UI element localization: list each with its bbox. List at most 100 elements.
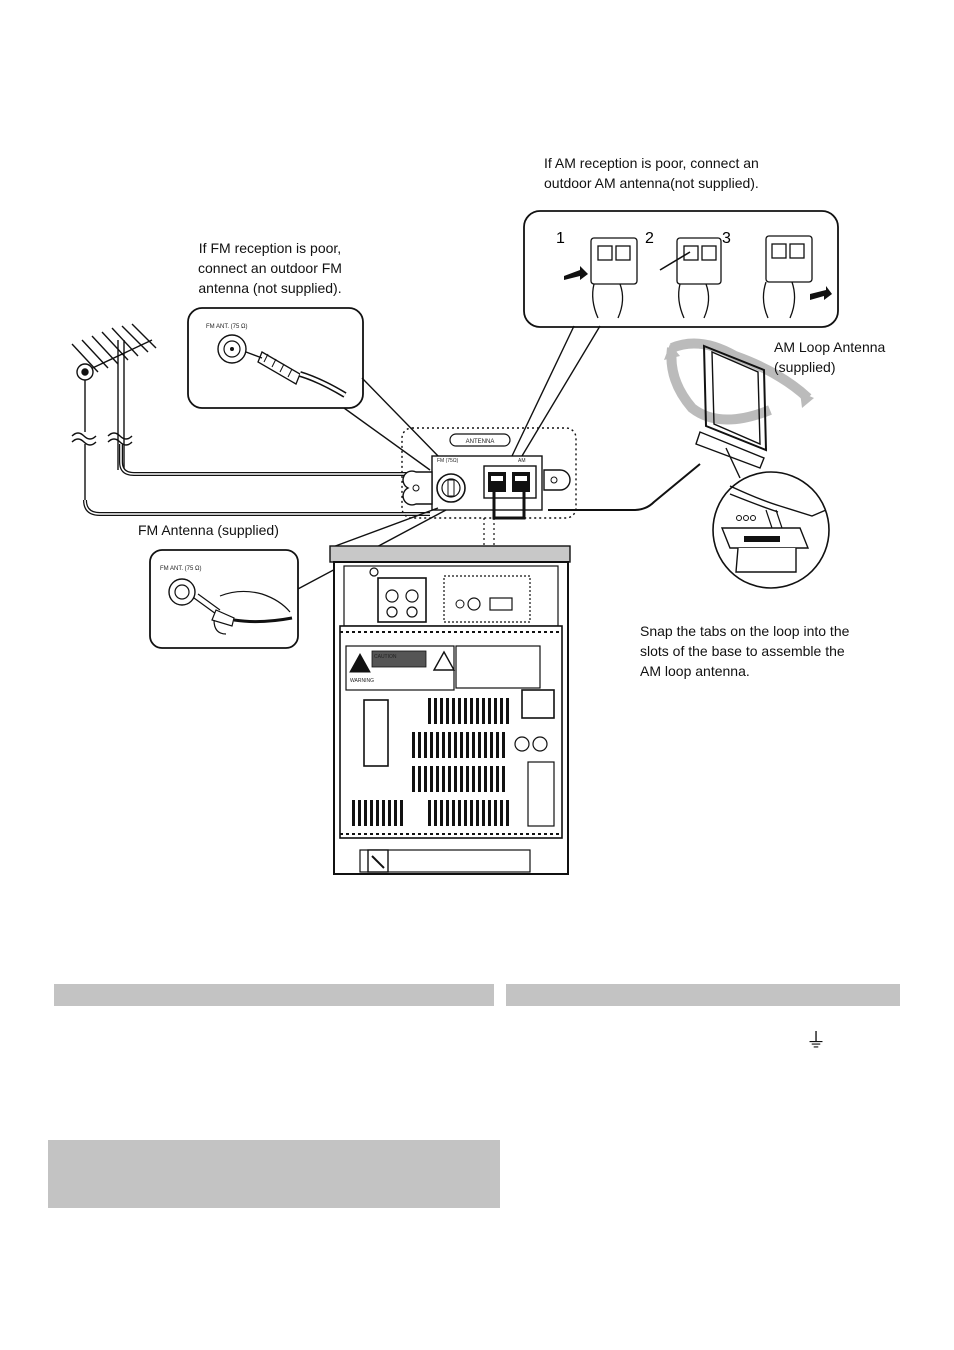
vent-slot: [452, 698, 455, 724]
vent-slot: [418, 766, 421, 792]
vent-slot: [446, 698, 449, 724]
vent-slot: [488, 698, 491, 724]
outdoor-fm-cable: [119, 444, 432, 476]
section-header-bar-right: [506, 984, 900, 1006]
vent-slot: [484, 766, 487, 792]
vent-slot: [464, 698, 467, 724]
vent-slot: [452, 800, 455, 826]
vent-slot: [418, 732, 421, 758]
vent-slot: [466, 732, 469, 758]
vent-slot: [484, 732, 487, 758]
vent-slot: [428, 698, 431, 724]
vent-slot: [458, 800, 461, 826]
am-poor-caption: If AM reception is poor, connect an outd…: [544, 155, 759, 191]
fm-ant-label-bottom: FM ANT. (75 Ω): [160, 566, 202, 572]
caution-label: CAUTION: [374, 654, 397, 660]
note-box: [48, 1140, 500, 1208]
vent-slot: [430, 732, 433, 758]
vent-slot: [412, 766, 415, 792]
step-2-label: 2: [645, 230, 654, 247]
fm-supplied-wire: [83, 499, 430, 516]
vent-slot: [364, 800, 367, 826]
am-steps-callout: [523, 210, 839, 328]
vent-slot: [472, 732, 475, 758]
vent-slot: [506, 698, 509, 724]
vent-slot: [460, 732, 463, 758]
vent-slot: [428, 800, 431, 826]
vent-slot: [494, 800, 497, 826]
vent-slot: [358, 800, 361, 826]
vent-slot: [458, 698, 461, 724]
fm-ant-label-top: FM ANT. (75 Ω): [206, 324, 248, 330]
vent-slot: [440, 800, 443, 826]
vent-slot: [502, 732, 505, 758]
vent-slot: [506, 800, 509, 826]
rear-vents: [352, 698, 509, 826]
step-3-label: 3: [722, 230, 731, 247]
vent-slot: [482, 698, 485, 724]
vent-slot: [442, 732, 445, 758]
vent-slot: [382, 800, 385, 826]
vent-slot: [394, 800, 397, 826]
vent-slot: [446, 800, 449, 826]
vent-slot: [494, 698, 497, 724]
vent-slot: [442, 766, 445, 792]
vent-slot: [470, 800, 473, 826]
unit-rear-panel: [329, 545, 571, 875]
am-jack-label: AM: [518, 458, 526, 464]
vent-slot: [490, 766, 493, 792]
vent-slot: [482, 800, 485, 826]
outdoor-fm-antenna-illustration: [71, 323, 157, 500]
vent-slot: [388, 800, 391, 826]
snap-detail-callout: [712, 471, 830, 589]
vent-slot: [424, 766, 427, 792]
vent-slot: [470, 698, 473, 724]
vent-slot: [490, 732, 493, 758]
vent-slot: [436, 732, 439, 758]
vent-slot: [448, 766, 451, 792]
step-1-label: 1: [556, 230, 565, 247]
vent-slot: [478, 732, 481, 758]
am-loop-caption: AM Loop Antenna (supplied): [774, 339, 886, 375]
vent-slot: [476, 800, 479, 826]
fm-supplied-callout: FM ANT. (75 Ω): [149, 549, 299, 649]
vent-slot: [472, 766, 475, 792]
warning-label: WARNING: [350, 678, 374, 684]
vent-slot: [460, 766, 463, 792]
vent-slot: [454, 732, 457, 758]
vent-slot: [496, 766, 499, 792]
vent-slot: [496, 732, 499, 758]
vent-slot: [400, 800, 403, 826]
ground-icon: ⏚: [806, 1028, 826, 1052]
snap-caption: Snap the tabs on the loop into the slots…: [640, 623, 850, 679]
antenna-label: ANTENNA: [466, 439, 495, 445]
vent-slot: [430, 766, 433, 792]
fm-poor-caption: If FM reception is poor, connect an outd…: [198, 240, 342, 296]
vent-slot: [466, 766, 469, 792]
vent-slot: [476, 698, 479, 724]
fm-outdoor-callout: FM ANT. (75 Ω): [187, 307, 364, 409]
am-loop-antenna-illustration: [664, 338, 814, 469]
vent-slot: [464, 800, 467, 826]
fm-jack-label: FM (75Ω): [437, 458, 459, 464]
antenna-terminal-panel: ANTENNA FM (75Ω) AM: [401, 427, 577, 520]
vent-slot: [434, 698, 437, 724]
vent-slot: [436, 766, 439, 792]
vent-slot: [376, 800, 379, 826]
vent-slot: [352, 800, 355, 826]
vent-slot: [500, 698, 503, 724]
vent-slot: [424, 732, 427, 758]
vent-slot: [502, 766, 505, 792]
section-header-bar-left: [54, 984, 494, 1006]
vent-slot: [412, 732, 415, 758]
vent-slot: [478, 766, 481, 792]
vent-slot: [434, 800, 437, 826]
cable-break-marks: [71, 432, 133, 446]
vent-slot: [448, 732, 451, 758]
fm-supplied-caption: FM Antenna (supplied): [138, 522, 279, 538]
vent-slot: [440, 698, 443, 724]
vent-slot: [488, 800, 491, 826]
vent-slot: [500, 800, 503, 826]
vent-slot: [454, 766, 457, 792]
